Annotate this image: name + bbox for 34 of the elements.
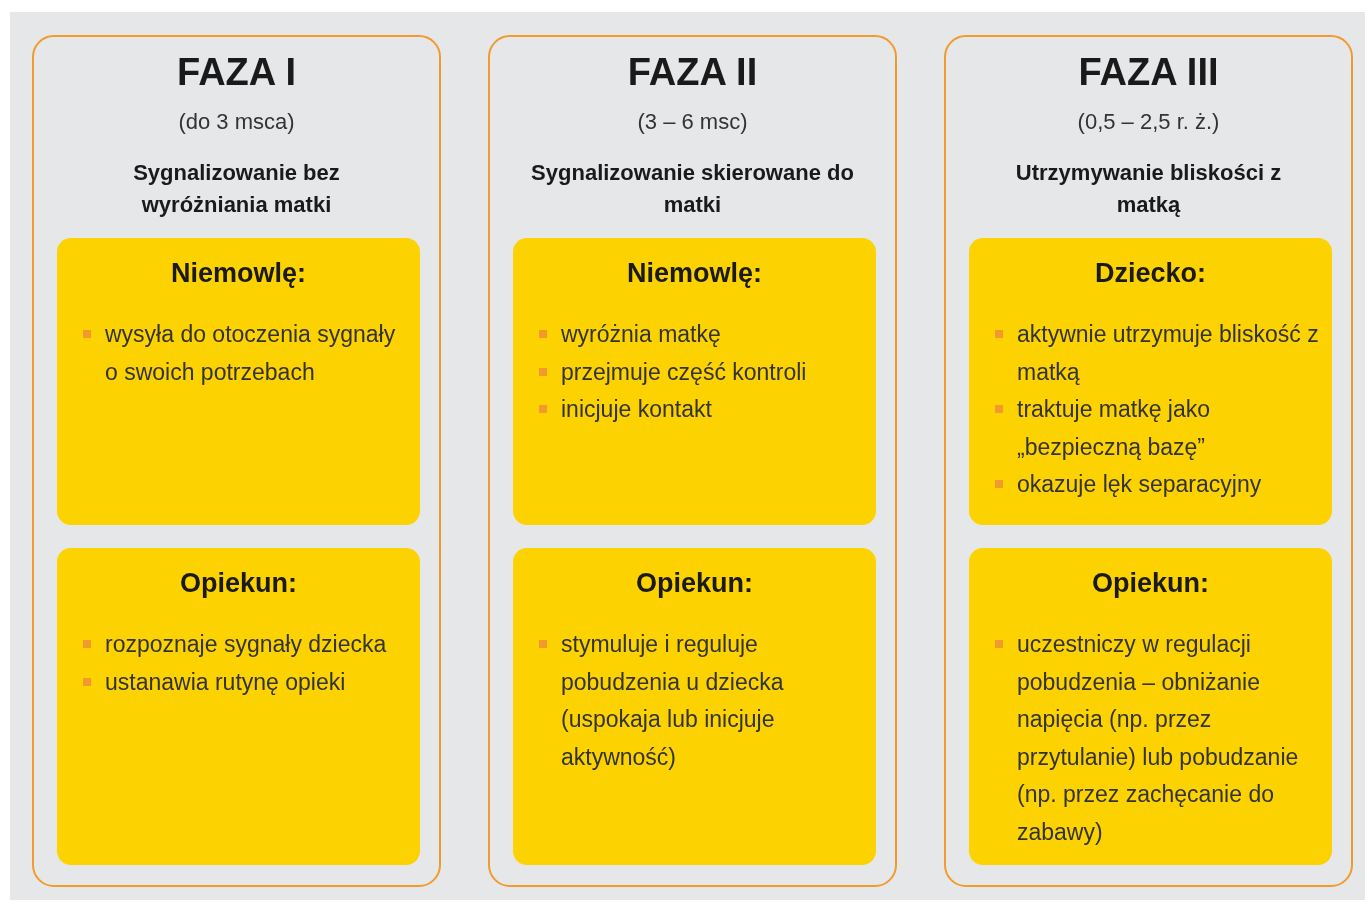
phase-panel xyxy=(488,35,897,887)
info-card xyxy=(513,238,876,525)
list-item-text: inicjuje kontakt xyxy=(561,396,712,422)
list-item-text: wysyła do otoczenia sygnały o swoich potrzebach xyxy=(105,321,396,385)
info-card xyxy=(57,548,420,865)
card-heading: Opiekun: xyxy=(179,568,298,599)
age-range: (do 3 msca) xyxy=(177,109,296,135)
phase-title: FAZA II xyxy=(626,51,759,94)
list-item-text: uczestniczy w regulacji pobudzenia – obniżanie napięcia (np. przez przytulanie) lub pobudzanie (np. przez zachęcanie do zabawy) xyxy=(1017,631,1299,845)
phase-title: FAZA III xyxy=(1077,51,1220,94)
list-item-text: przejmuje część kontroli xyxy=(561,358,807,385)
info-card xyxy=(969,238,1332,525)
list-item-text: ustanawia rutynę opieki xyxy=(105,668,346,695)
info-card xyxy=(513,548,876,865)
phase-panel xyxy=(32,35,441,887)
age-range: (0,5 – 2,5 r. ż.) xyxy=(1076,109,1221,135)
phase-description: Utrzymywanie bliskości z matką xyxy=(1014,159,1283,219)
list-item-text: stymuluje i reguluje pobudzenia u dziecka (uspokaja lub inicjuje aktywność) xyxy=(561,631,784,770)
info-card xyxy=(969,548,1332,865)
card-heading: Dziecko: xyxy=(1093,258,1207,289)
card-heading: Niemowlę: xyxy=(626,258,763,289)
phase-title: FAZA I xyxy=(176,51,297,94)
age-range: (3 – 6 msc) xyxy=(636,109,749,135)
info-card xyxy=(57,238,420,525)
card-heading: Niemowlę: xyxy=(170,258,307,289)
list-item-text: wyróżnia matkę xyxy=(561,321,721,347)
phase-description: Sygnalizowanie bez wyróżniania matki xyxy=(132,159,341,219)
phase-panel xyxy=(944,35,1353,887)
list-item-text: okazuje lęk separacyjny xyxy=(1017,471,1262,497)
card-heading: Opiekun: xyxy=(1091,568,1210,599)
list-item-text: traktuje matkę jako „bezpieczną bazę” xyxy=(1017,396,1211,460)
list-item-text: rozpoznaje sygnały dziecka xyxy=(105,631,387,657)
card-heading: Opiekun: xyxy=(635,568,754,599)
phase-description: Sygnalizowanie skierowane do matki xyxy=(530,159,855,219)
